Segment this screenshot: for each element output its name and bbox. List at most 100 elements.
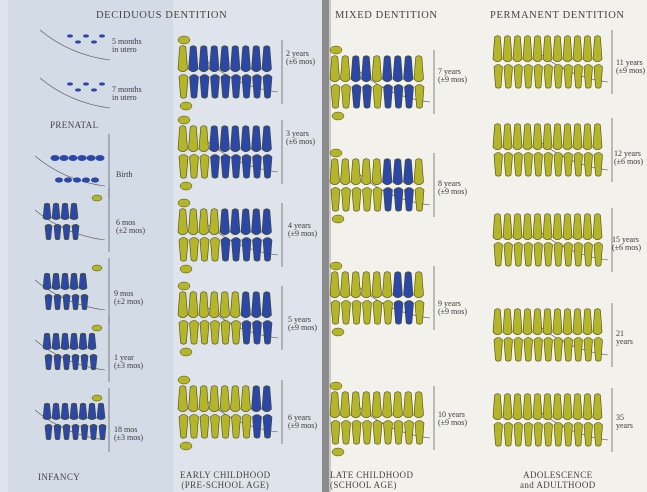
permanent-tooth xyxy=(341,392,351,418)
tooth-germ xyxy=(60,155,69,161)
permanent-tooth xyxy=(563,214,572,240)
permanent-tooth xyxy=(414,56,424,82)
permanent-tooth xyxy=(534,338,543,362)
deciduous-tooth xyxy=(241,126,251,152)
permanent-tooth xyxy=(372,392,382,418)
permanent-tooth-germ xyxy=(180,442,192,450)
permanent-tooth xyxy=(200,155,209,179)
permanent-tooth xyxy=(384,421,393,445)
permanent-tooth xyxy=(553,36,562,62)
deciduous-tooth xyxy=(384,188,393,212)
permanent-tooth xyxy=(493,309,502,335)
permanent-tooth xyxy=(231,386,241,412)
deciduous-tooth xyxy=(79,403,87,420)
age-label-range: (±9 mos) xyxy=(438,188,467,196)
permanent-tooth xyxy=(199,209,209,235)
permanent-tooth xyxy=(553,124,562,150)
permanent-tooth xyxy=(351,159,361,185)
deciduous-tooth xyxy=(70,403,78,420)
permanent-tooth xyxy=(330,272,340,298)
permanent-tooth xyxy=(494,153,503,177)
tooth-germ xyxy=(78,155,87,161)
deciduous-tooth xyxy=(253,415,262,439)
permanent-tooth xyxy=(544,338,553,362)
permanent-tooth xyxy=(593,124,602,150)
deciduous-tooth xyxy=(242,155,251,179)
permanent-tooth xyxy=(564,153,573,177)
permanent-tooth xyxy=(363,421,372,445)
permanent-tooth xyxy=(352,301,361,325)
deciduous-tooth xyxy=(211,75,220,99)
age-label-range: (±6 mos) xyxy=(286,138,315,146)
deciduous-tooth xyxy=(252,209,262,235)
permanent-tooth xyxy=(513,214,522,240)
deciduous-tooth xyxy=(263,321,272,345)
permanent-tooth-germ xyxy=(330,382,342,390)
tooth-germ xyxy=(99,34,105,37)
permanent-tooth xyxy=(574,153,583,177)
deciduous-tooth xyxy=(54,424,61,439)
deciduous-tooth xyxy=(88,403,96,420)
permanent-tooth-germ xyxy=(178,36,190,44)
deciduous-tooth xyxy=(242,75,251,99)
tooth-germ xyxy=(75,40,81,43)
permanent-tooth xyxy=(221,415,230,439)
deciduous-tooth xyxy=(242,238,251,262)
deciduous-tooth xyxy=(241,209,251,235)
permanent-tooth xyxy=(351,272,361,298)
permanent-tooth xyxy=(331,421,340,445)
age-label-range: (±9 mos) xyxy=(438,308,467,316)
permanent-tooth xyxy=(503,36,512,62)
permanent-tooth xyxy=(533,124,542,150)
deciduous-tooth xyxy=(241,292,251,318)
footer-late-childhood: LATE CHILDHOOD(SCHOOL AGE) xyxy=(330,470,413,490)
deciduous-tooth xyxy=(45,354,52,369)
age-label: 8 years(±9 mos) xyxy=(438,180,467,196)
permanent-tooth-germ xyxy=(330,149,342,157)
age-label: 10 years(±9 mos) xyxy=(438,411,467,427)
permanent-tooth xyxy=(514,65,523,89)
age-label: 1 year(±3 mos) xyxy=(114,354,143,370)
deciduous-tooth xyxy=(99,424,106,439)
permanent-tooth xyxy=(179,415,188,439)
footer-adolescence: ADOLESCENCEand ADULTHOOD xyxy=(520,470,596,490)
deciduous-tooth xyxy=(252,46,262,72)
permanent-tooth xyxy=(331,188,340,212)
tooth-germ xyxy=(55,177,63,182)
permanent-tooth xyxy=(493,124,502,150)
permanent-tooth xyxy=(594,423,603,447)
permanent-tooth xyxy=(533,309,542,335)
deciduous-tooth xyxy=(72,224,79,239)
deciduous-tooth xyxy=(393,159,403,185)
permanent-tooth xyxy=(341,159,351,185)
permanent-tooth xyxy=(210,209,220,235)
age-label-range: (±6 mos) xyxy=(614,158,643,166)
age-label: 2 years(±6 mos) xyxy=(286,50,315,66)
permanent-tooth xyxy=(352,188,361,212)
age-label: 9 years(±9 mos) xyxy=(438,300,467,316)
permanent-tooth-germ xyxy=(180,182,192,190)
deciduous-tooth xyxy=(262,126,272,152)
tooth-germ xyxy=(69,155,78,161)
permanent-tooth xyxy=(584,65,593,89)
permanent-tooth xyxy=(563,309,572,335)
permanent-tooth xyxy=(564,338,573,362)
deciduous-tooth xyxy=(352,85,361,109)
permanent-tooth-germ xyxy=(92,195,102,201)
deciduous-tooth xyxy=(63,224,70,239)
deciduous-tooth xyxy=(54,224,61,239)
deciduous-tooth xyxy=(384,85,393,109)
age-label-range: (±6 mos) xyxy=(286,58,315,66)
age-label-range: in utero xyxy=(112,46,142,54)
age-label: 7 monthsin utero xyxy=(112,86,142,102)
permanent-tooth xyxy=(594,65,603,89)
permanent-tooth xyxy=(178,292,188,318)
footer-prenatal: PRENATAL xyxy=(50,120,98,130)
permanent-tooth xyxy=(221,321,230,345)
permanent-tooth xyxy=(362,159,372,185)
deciduous-tooth xyxy=(81,354,88,369)
permanent-tooth xyxy=(504,153,513,177)
deciduous-tooth xyxy=(231,46,241,72)
deciduous-tooth xyxy=(405,301,414,325)
permanent-tooth xyxy=(584,243,593,267)
